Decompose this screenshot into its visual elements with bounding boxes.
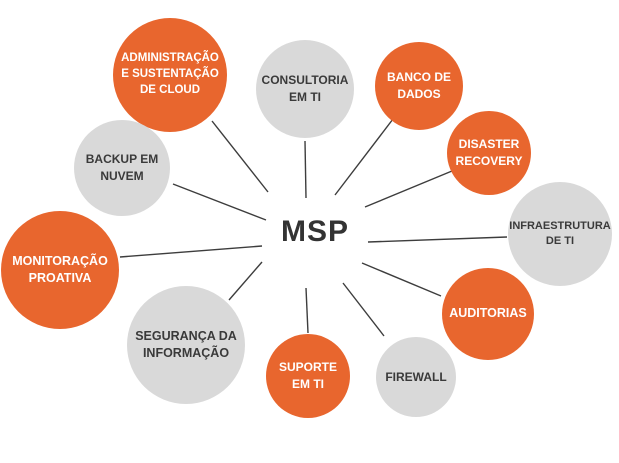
node-label-seguranca: SEGURANÇA DA INFORMAÇÃO [135,328,237,360]
node-label-auditorias: AUDITORIAS [449,306,527,321]
node-infraestrutura: INFRAESTRUTURA DE TI [508,182,612,286]
node-label-disaster-recovery: DISASTER RECOVERY [455,137,523,168]
connector-line-monitoracao [119,245,263,258]
node-label-backup: BACKUP EM NUVEM [85,152,159,183]
connector-line-disaster-recovery [364,170,453,208]
node-label-banco-de-dados: BANCO DE DADOS [386,70,451,101]
connector-line-backup [172,183,267,221]
node-label-administracao: ADMINISTRAÇÃO E SUSTENTAÇÃO DE CLOUD [121,52,219,96]
node-disaster-recovery: DISASTER RECOVERY [447,111,531,195]
node-suporte: SUPORTE EM TI [266,334,350,418]
node-administracao: ADMINISTRAÇÃO E SUSTENTAÇÃO DE CLOUD [113,18,227,132]
node-monitoracao: MONITORAÇÃO PROATIVA [1,211,119,329]
connector-line-consultoria [304,140,307,199]
node-consultoria: CONSULTORIA EM TI [256,40,354,138]
connector-line-auditorias [361,262,442,297]
connector-line-administracao [211,120,269,193]
node-seguranca: SEGURANÇA DA INFORMAÇÃO [127,286,245,404]
node-auditorias: AUDITORIAS [442,268,534,360]
connector-line-firewall [342,282,385,337]
node-label-monitoracao: MONITORAÇÃO PROATIVA [12,253,108,285]
connector-line-seguranca [228,261,263,301]
node-label-firewall: FIREWALL [385,369,447,384]
connector-line-banco-de-dados [334,118,394,196]
node-label-suporte: SUPORTE EM TI [278,360,337,391]
node-label-infraestrutura: INFRAESTRUTURA DE TI [509,219,611,247]
connector-line-suporte [305,287,309,334]
connector-line-infraestrutura [367,236,508,243]
node-firewall: FIREWALL [376,337,456,417]
node-label-consultoria: CONSULTORIA EM TI [261,73,349,104]
node-banco-de-dados: BANCO DE DADOS [375,42,463,130]
node-backup: BACKUP EM NUVEM [74,120,170,216]
center-label: MSP [280,215,349,248]
